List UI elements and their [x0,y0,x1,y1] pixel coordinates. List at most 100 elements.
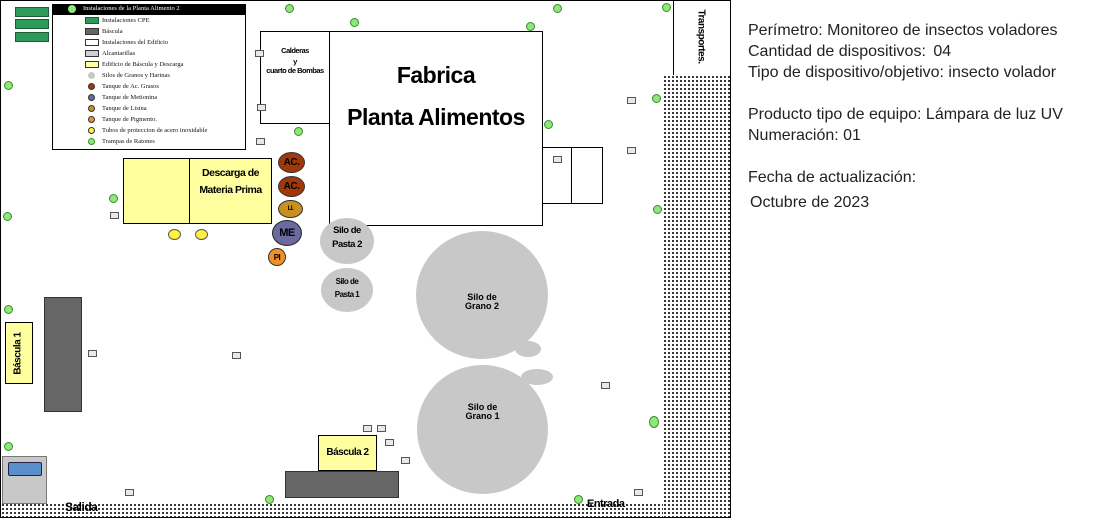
mouse-trap [350,18,359,27]
tipo-label: Tipo de dispositivo/objetivo: [748,64,944,81]
fabrica-annex-divider [571,147,572,204]
silo-label-line: Grano 1 [465,411,500,422]
legend [52,4,246,150]
calderas-label-line: Calderas [281,46,309,55]
silo-grano-1-spout [521,369,553,385]
tank-lisina: LI. [278,200,303,218]
mouse-trap [649,416,659,428]
transportes-building [673,1,730,75]
mouse-trap [285,4,294,13]
salida-label: Salida [65,500,98,514]
manhole [110,212,119,219]
manhole [363,425,372,432]
tank-ac-grasos-2: AC. [278,176,305,197]
tank-pigmento: PI [268,248,286,266]
manhole [255,50,264,57]
silo-grano-1: Silo de Grano 1 [417,365,548,494]
manhole [385,439,394,446]
legend-label: Báscula [102,28,123,35]
legend-swatch-ac-grasos [88,83,95,90]
legend-swatch-alcantarillas [85,50,99,57]
fabrica-subtitle: Planta Alimentos [347,104,525,130]
silo-pasta-1: Silo de Pasta 1 [321,268,373,312]
mouse-trap [109,194,118,203]
manhole [232,352,241,359]
calderas-building [260,31,330,124]
entrada-label: Entrada [587,498,625,510]
bascula-2-building: Báscula 2 [318,435,377,471]
legend-label: Trampas de Ratones [102,138,155,145]
legend-swatch-lisina [88,105,95,112]
producto-value: Lámpara de luz UV [925,106,1063,123]
fabrica-title: Fabrica [396,62,476,88]
mouse-trap [4,442,13,451]
fecha-value: Octubre de 2023 [750,194,870,211]
tank-label: PI [273,253,281,262]
cpe-installation [15,7,49,17]
legend-swatch-pigmento [88,116,95,123]
legend-swatch-silos [88,72,95,79]
manhole [377,425,386,432]
steel-protection-tube [195,229,208,240]
silo-label-line: Pasta 1 [334,290,360,300]
mouse-trap [3,212,12,221]
legend-label: Tanque de Ac. Grasos [102,83,159,90]
numeracion-value: 01 [843,127,861,144]
tank-ac-grasos-1: AC. [278,152,305,173]
tank-label: AC. [283,157,300,168]
bascula-1-building [5,322,33,384]
steel-protection-tube [168,229,181,240]
manhole [601,382,610,389]
legend-swatch-bascula-descarga [85,61,99,68]
manhole [257,104,266,111]
tipo-value: insecto volador [948,64,1057,81]
mouse-trap [553,4,562,13]
mouse-trap [653,205,662,214]
calderas-label: Calderas y cuarto de Bombas [260,47,330,75]
mouse-trap [265,495,274,504]
mouse-trap [574,495,583,504]
scale-platform [285,471,399,498]
legend-label: Tanque de Metionina [102,94,158,101]
mouse-trap [662,3,671,12]
manhole [256,138,265,145]
scale-platform [44,297,82,412]
legend-label: Tanque de Lisina [102,105,147,112]
producto-line: Producto tipo de equipo: Lámpara de luz … [748,106,1063,124]
silo-label-line: Silo de [467,292,497,302]
tank-label: AC. [283,181,300,192]
cantidad-line: Cantidad de dispositivos: 04 [748,43,951,61]
bascula-2-label: Báscula 2 [326,447,369,458]
legend-label: Tubos de proteccion de acero inoxidable [102,127,208,134]
manhole [634,489,643,496]
calderas-label-line: y [293,56,297,66]
legend-title-bar [53,5,245,15]
manhole [553,156,562,163]
silo-label-line: Silo de [335,277,359,286]
descarga-label: Descarga de Materia Prima [189,167,272,196]
mouse-trap [526,22,535,31]
perimetro-line: Perímetro: Monitoreo de insectos volador… [748,22,1058,40]
perimetro-label: Perímetro: [748,22,823,39]
legend-swatch-metionina [88,94,95,101]
manhole [401,457,410,464]
mouse-trap [4,81,13,90]
silo-label-line: Grano 2 [464,301,499,312]
legend-label: Alcantarillas [102,50,136,57]
fecha-label: Fecha de actualización: [748,169,917,186]
transportes-label: Transportes. [695,9,707,64]
legend-label: Instalaciones CPE [102,17,150,24]
producto-label: Producto tipo de equipo: [748,106,922,123]
silo-label-line: Pasta 2 [332,238,362,250]
numeracion-line: Numeración: 01 [748,127,861,145]
cantidad-label: Cantidad de dispositivos: [748,43,926,60]
manhole [125,489,134,496]
tank-metionina: ME [272,220,302,246]
descarga-building [123,158,190,224]
legend-title: Instalaciones de la Planta Alimento 2 [83,5,180,12]
legend-label: Silos de Granos y Harinas [102,72,170,79]
legend-swatch-trampas [88,138,95,145]
legend-title-marker [68,5,76,13]
manhole [627,147,636,154]
mouse-trap [294,127,303,136]
